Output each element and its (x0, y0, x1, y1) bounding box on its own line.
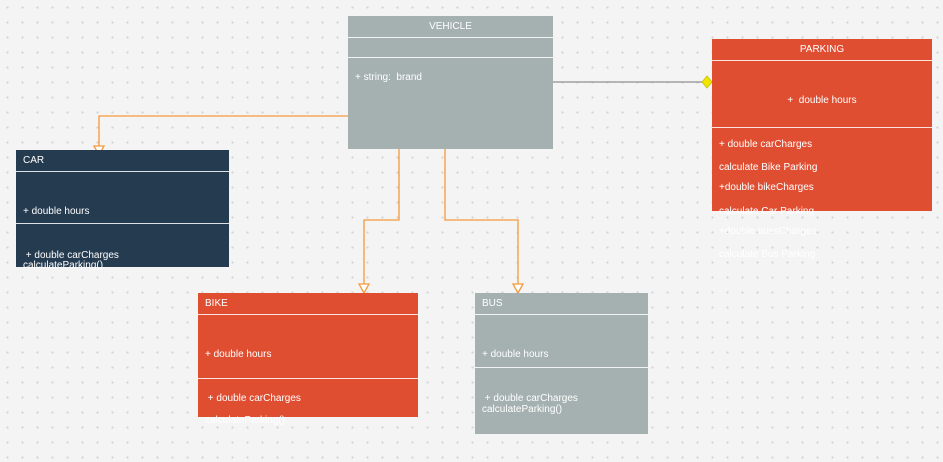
class-parking[interactable]: PARKING + double hours + double carCharg… (712, 39, 932, 260)
attribute-car-charges: + double carCharges (719, 138, 813, 150)
class-vehicle-name: VEHICLE (348, 16, 553, 38)
attribute-hours: + double hours (482, 349, 549, 360)
bus-inheritance-arrowhead (511, 283, 525, 295)
attribute-hours: + double hours (205, 349, 272, 360)
class-parking-attributes: + double hours + double carCharges +doub… (712, 61, 932, 237)
attribute-car-charges: + double carCharges (205, 392, 301, 404)
attribute-car-charges: + double carCharges (482, 392, 578, 404)
class-vehicle-methods (348, 58, 553, 149)
class-parking-name: PARKING (712, 39, 932, 61)
class-car-attributes: + double hours + double carCharges (16, 172, 229, 261)
method-calculate-parking: calculateParking() (482, 404, 563, 415)
method-calculate-bike-parking: calculate Bike Parking (719, 162, 818, 173)
attribute-buss-charges: +double bussCharges (719, 225, 817, 237)
class-bus[interactable]: BUS + double hours + double carCharges c… (475, 293, 648, 434)
class-parking-methods: calculate Bike Parking calculate Car Par… (712, 128, 932, 296)
class-bike[interactable]: BIKE + double hours + double carCharges … (198, 293, 418, 426)
class-bike-name: BIKE (198, 293, 418, 315)
bike-inheritance-arrowhead (357, 283, 371, 295)
attribute-car-charges: + double carCharges (23, 249, 119, 261)
aggregation-diamond (701, 75, 713, 89)
class-car[interactable]: CAR + double hours + double carCharges c… (16, 150, 229, 271)
method-calculate-parking: calculateParking() (205, 415, 286, 426)
attribute-hours: + double hours (787, 95, 857, 106)
class-vehicle-attributes: + string: brand (348, 38, 553, 83)
car-inheritance-line (98, 115, 348, 150)
class-vehicle[interactable]: VEHICLE + string: brand (348, 16, 553, 149)
class-bus-methods: calculateParking() (475, 368, 648, 451)
class-bus-name: BUS (475, 293, 648, 315)
class-car-name: CAR (16, 150, 229, 172)
class-bus-attributes: + double hours + double carCharges (475, 315, 648, 404)
method-calculate-car-parking: calculate Car Parking (719, 205, 815, 217)
attribute-hours: + double hours (23, 206, 90, 217)
method-calculate-bus-parking: calculate Bus Parking (719, 249, 816, 260)
class-bike-methods: calculateParking() (198, 379, 418, 462)
attribute-brand: + string: brand (355, 72, 422, 83)
bike-inheritance-line (363, 149, 400, 288)
attribute-bike-charges: +double bikeCharges (719, 182, 814, 193)
method-calculate-parking: calculateParking() (23, 260, 104, 271)
bus-inheritance-line (444, 149, 519, 288)
class-car-methods: calculateParking() (16, 224, 229, 307)
class-bike-attributes: + double hours + double carCharges (198, 315, 418, 404)
